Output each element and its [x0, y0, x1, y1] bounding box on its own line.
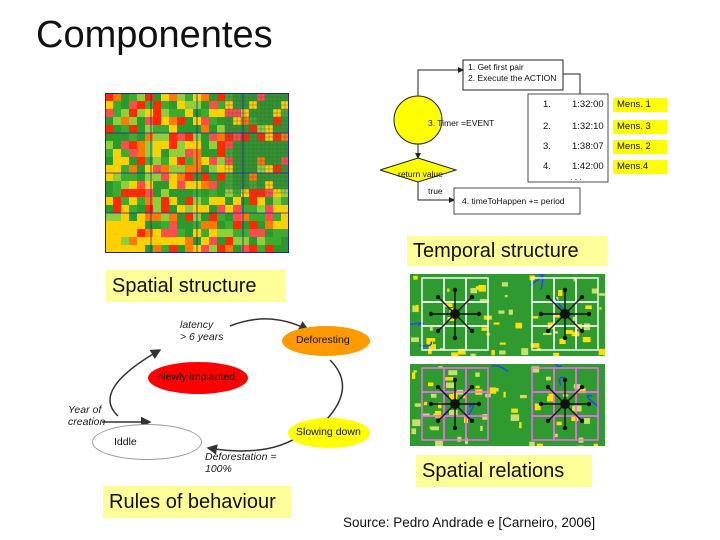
timer-label: 3. Timer =EVENT — [428, 118, 495, 128]
action-step-1: 1. Get first pair — [468, 62, 524, 72]
deforestation-condition: Deforestation = 100% — [205, 451, 277, 475]
state-iddle-label: Iddle — [114, 436, 137, 448]
state-slowing-down — [288, 418, 370, 448]
event-time: 1:32:10 — [572, 121, 604, 132]
true-label: true — [428, 186, 443, 196]
state-newly-implanted — [148, 362, 248, 394]
return-value-label: return value — [398, 169, 443, 179]
temporal-structure-label: Temporal structure — [407, 236, 607, 266]
action-step-2: 2. Execute the ACTION — [468, 73, 557, 83]
temporal-diagram — [380, 59, 609, 215]
event-number: 2. — [543, 121, 551, 132]
event-number: 1. — [543, 99, 551, 110]
year-of-creation-condition: Year of creation — [68, 404, 106, 428]
rules-of-behaviour-label: Rules of behaviour — [103, 486, 291, 518]
spatial-structure-label: Spatial structure — [106, 270, 286, 302]
state-newly-implanted-label: Newly implanted — [158, 371, 236, 383]
event-time: 1:42:00 — [572, 161, 604, 172]
event-time: 1:32:00 — [572, 99, 604, 110]
event-message: Mens. 3 — [613, 120, 667, 134]
state-slowing-down-label: Slowing down — [296, 426, 361, 438]
state-iddle — [92, 424, 202, 460]
state-deforesting — [282, 326, 370, 356]
source-citation: Source: Pedro Andrade e [Carneiro, 2006] — [343, 515, 596, 530]
spatial-map — [105, 93, 289, 253]
event-number: 4. — [543, 161, 551, 172]
event-number: 3. — [543, 141, 551, 152]
page-title: Componentes — [36, 14, 273, 56]
neighborhood-map-top — [410, 274, 605, 356]
event-ellipsis: . . . — [570, 172, 582, 182]
neighborhood-map-bottom — [410, 364, 605, 446]
event-time: 1:38:07 — [572, 141, 604, 152]
event-message: Mens.4 — [613, 160, 667, 174]
latency-condition: latency > 6 years — [180, 319, 224, 343]
event-message: Mens. 1 — [613, 98, 667, 112]
state-deforesting-label: Deforesting — [296, 334, 350, 346]
event-message: Mens. 2 — [613, 140, 667, 154]
time-to-happen-label: 4. timeToHappen += period — [462, 196, 565, 206]
spatial-relations-label: Spatial relations — [416, 455, 592, 487]
